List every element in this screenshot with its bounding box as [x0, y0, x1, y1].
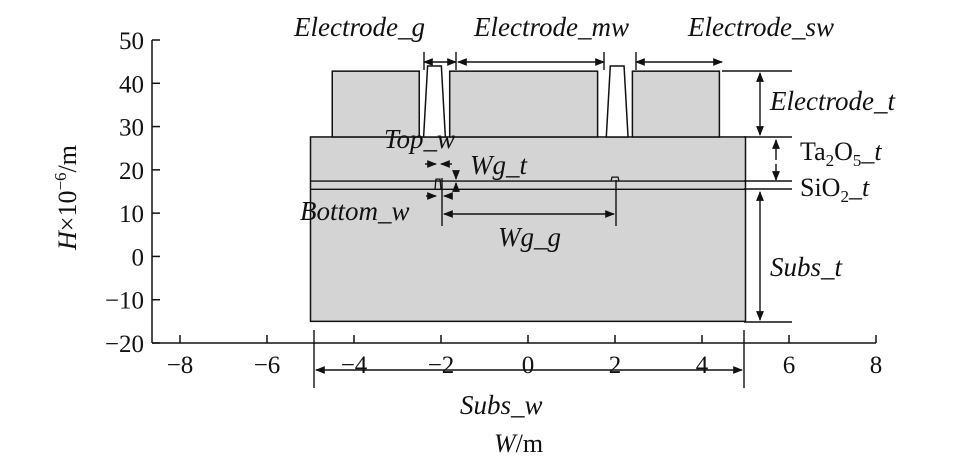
electrode-mw-label: Electrode_mw [473, 12, 629, 42]
x-tick-label: −6 [254, 352, 281, 379]
y-tick-label: 20 [119, 158, 144, 185]
electrode-1 [331, 70, 420, 138]
electrode-sw-label: Electrode_sw [687, 12, 834, 42]
subs-t-label: Subs_t [770, 252, 844, 282]
x-tick-label: −2 [428, 352, 455, 379]
electrode-3 [631, 70, 721, 138]
x-tick-label: 2 [609, 352, 622, 379]
x-tick-label: 0 [522, 352, 535, 379]
ta2o5-t-label: Ta2O5_t [800, 137, 882, 170]
annotation-labels: Electrode_g Electrode_mw Electrode_sw El… [51, 12, 896, 458]
y-tick-label: 30 [119, 115, 144, 142]
electrode-gap-1 [422, 65, 447, 138]
top-w-label: Top_w [384, 124, 455, 154]
wg-t-label: Wg_t [470, 150, 528, 180]
electrode-g-label: Electrode_g [293, 12, 425, 42]
subs-w-label: Subs_w [460, 390, 543, 420]
sio2-t-label: SiO2_t [800, 173, 870, 206]
x-tick-label: −4 [341, 352, 368, 379]
y-tick-label: 40 [119, 71, 144, 98]
x-tick-label: −8 [167, 352, 194, 379]
dimension-annotations [313, 52, 792, 388]
y-axis-ticks: −20 −10 0 10 20 30 40 50 [105, 28, 160, 358]
y-tick-label: 0 [132, 244, 145, 271]
y-tick-label: 50 [119, 28, 144, 55]
x-axis-ticks: −8 −6 −4 −2 0 2 4 6 8 [167, 335, 883, 379]
electrode-t-label: Electrode_t [769, 86, 896, 116]
y-axis-title: H×10−6/m [51, 145, 82, 251]
electrode-2 [448, 70, 599, 138]
electrode-gap-2 [605, 65, 629, 138]
x-axis-title: W/m [494, 429, 543, 458]
bottom-w-label: Bottom_w [300, 196, 410, 226]
waveguide-ridge-right [610, 176, 620, 182]
substrate-block [309, 136, 747, 323]
device-structure [309, 65, 747, 323]
y-tick-label: −10 [105, 288, 144, 315]
x-tick-label: 4 [696, 352, 709, 379]
x-tick-label: 6 [783, 352, 796, 379]
x-tick-label: 8 [870, 352, 883, 379]
y-tick-label: −20 [105, 331, 144, 358]
wg-g-label: Wg_g [498, 222, 561, 252]
waveguide-ridge-left [434, 178, 442, 190]
y-tick-label: 10 [119, 201, 144, 228]
